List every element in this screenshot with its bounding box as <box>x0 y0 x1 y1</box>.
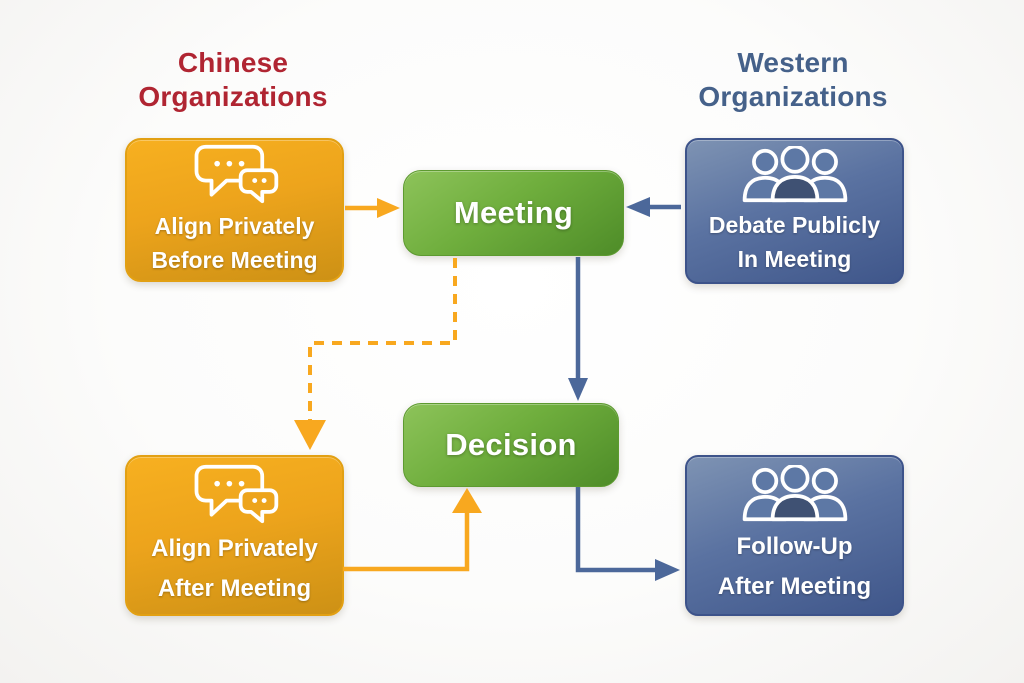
arrow-decision-to-followup <box>575 487 680 581</box>
heading-chinese-line1: Chinese <box>177 47 289 78</box>
heading-western-line1: Western <box>737 47 849 78</box>
label-meeting: Meeting <box>453 195 574 230</box>
node-debate-publicly-in-meeting: Debate Publicly In Meeting <box>685 138 904 284</box>
arrow-align-before-to-meeting <box>345 198 400 218</box>
label-align-before-line2: Before Meeting <box>151 247 318 273</box>
heading-western-line2: Organizations <box>698 80 888 112</box>
heading-chinese-line2: Organizations <box>138 80 328 112</box>
label-decision: Decision <box>445 427 577 462</box>
arrow-debate-to-meeting <box>626 197 681 217</box>
label-align-before-line1: Align Privately <box>154 212 315 239</box>
label-followup-line1: Follow-Up <box>736 532 853 560</box>
heading-western-organizations: Western Organizations <box>678 46 908 113</box>
arrow-meeting-to-decision <box>568 257 588 401</box>
node-align-privately-after-meeting: Align Privately After Meeting <box>125 455 344 616</box>
label-followup-line2: After Meeting <box>717 572 872 600</box>
arrow-align-after-to-decision <box>343 488 482 572</box>
chat-bubbles-icon <box>194 464 278 524</box>
node-meeting: Meeting <box>403 170 624 256</box>
label-align-after-line1: Align Privately <box>151 534 318 562</box>
people-icon <box>742 464 847 521</box>
label-debate-line1: Debate Publicly <box>708 211 881 238</box>
label-align-after-line2: After Meeting <box>157 574 312 602</box>
people-icon <box>742 145 847 202</box>
node-align-privately-before-meeting: Align Privately Before Meeting <box>125 138 344 282</box>
chat-bubbles-icon <box>194 144 278 203</box>
node-decision: Decision <box>403 403 619 487</box>
node-follow-up-after-meeting: Follow-Up After Meeting <box>685 455 904 616</box>
heading-chinese-organizations: Chinese Organizations <box>118 46 348 113</box>
label-debate-line2: In Meeting <box>737 246 852 272</box>
